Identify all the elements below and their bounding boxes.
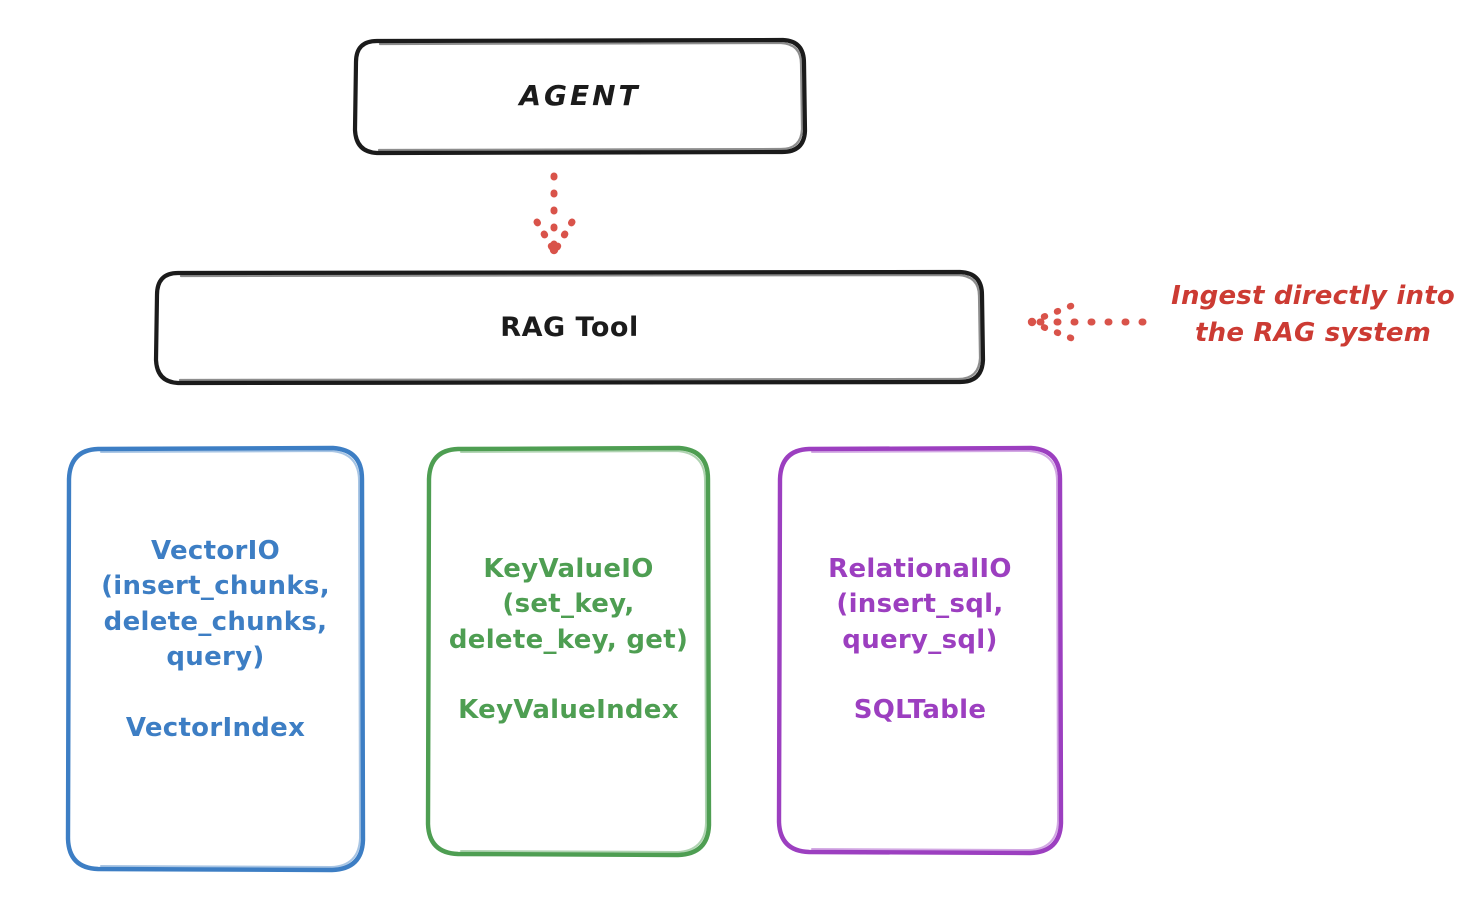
annotation-ingest-directly: Ingest directly into the RAG system: [1171, 281, 1455, 348]
node-rag-tool-label: RAG Tool: [500, 311, 639, 343]
node-vector-io-label: VectorIO (insert_chunks, delete_chunks, …: [101, 536, 330, 743]
node-key-value-io[interactable]: KeyValueIO (set_key, delete_key, get) Ke…: [428, 448, 709, 856]
node-vector-io[interactable]: VectorIO (insert_chunks, delete_chunks, …: [68, 448, 363, 871]
node-agent-label: AGENT: [519, 79, 641, 113]
node-rag-tool[interactable]: RAG Tool: [156, 272, 983, 383]
connector-agent-to-rag-tool: [533, 172, 576, 255]
node-relational-io-label: RelationalIO (insert_sql, query_sql) SQL…: [828, 554, 1012, 726]
node-relational-io[interactable]: RelationalIO (insert_sql, query_sql) SQL…: [779, 448, 1061, 854]
node-agent[interactable]: AGENT: [355, 40, 805, 153]
node-key-value-io-label: KeyValueIO (set_key, delete_key, get) Ke…: [448, 554, 689, 726]
connector-ingest-to-rag-tool: [1027, 302, 1147, 342]
